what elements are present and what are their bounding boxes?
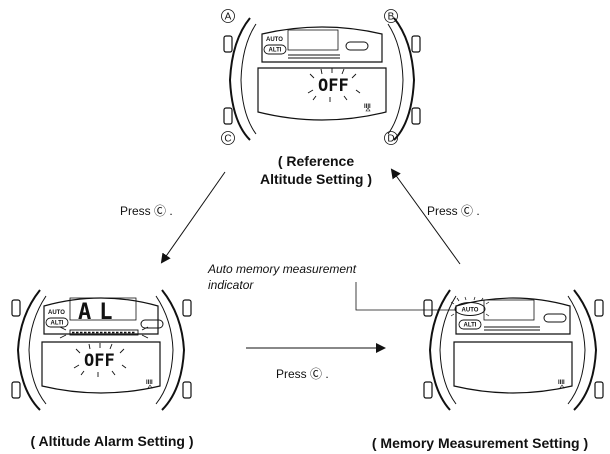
- alti-indicator: ALTI: [458, 319, 482, 330]
- svg-text:C: C: [224, 134, 231, 145]
- svg-text:IIII: IIII: [146, 380, 153, 386]
- alti-indicator: ALTI: [45, 317, 69, 328]
- auto-indicator: AUTO: [266, 37, 283, 43]
- bar-flash-marks: [59, 326, 149, 339]
- watch-memory-measurement: AUTO ALTI IIII: [423, 289, 604, 411]
- caption-reference-line2: Altitude Setting ): [260, 171, 372, 187]
- annotation-line2: indicator: [208, 278, 254, 292]
- button-b-label: B: [384, 9, 398, 23]
- left-upper-value: AL: [78, 300, 121, 325]
- arrow-memory-to-reference: [390, 168, 461, 265]
- arrow-reference-to-alarm: [160, 171, 226, 264]
- svg-text:ALTI: ALTI: [269, 48, 282, 54]
- button-a-label: A: [221, 9, 235, 23]
- svg-text:IIII: IIII: [364, 104, 371, 110]
- svg-text:ALTI: ALTI: [464, 323, 477, 329]
- press-c-label-left: Press Ⓒ .: [120, 204, 173, 218]
- annotation-leader-line: [355, 282, 455, 311]
- svg-text:ALTI: ALTI: [51, 321, 64, 327]
- svg-text:D: D: [387, 134, 394, 145]
- caption-altitude-alarm: ( Altitude Alarm Setting ): [30, 433, 193, 449]
- svg-text:A: A: [225, 12, 232, 23]
- flash-marks: [73, 343, 127, 377]
- svg-text:B: B: [388, 12, 395, 23]
- svg-text:IIII: IIII: [558, 380, 565, 386]
- alti-indicator: ALTI: [263, 44, 287, 55]
- auto-indicator: AUTO: [48, 310, 65, 316]
- watch-altitude-alarm: AUTO ALTI AL OFF IIII: [11, 289, 192, 411]
- press-c-label-bottom: Press Ⓒ .: [276, 367, 329, 381]
- flash-marks: [307, 68, 361, 102]
- top-display-value: OFF: [318, 76, 349, 96]
- caption-memory-measurement: ( Memory Measurement Setting ): [372, 435, 588, 451]
- press-c-label-right: Press Ⓒ .: [427, 204, 480, 218]
- svg-text:AUTO: AUTO: [462, 308, 479, 314]
- button-d-label: D: [384, 131, 398, 145]
- caption-reference-line1: ( Reference: [278, 153, 354, 169]
- button-c-label: C: [221, 131, 235, 145]
- watch-reference-altitude: A B C D AUTO ALTI OFF: [221, 9, 421, 145]
- auto-memory-indicator: AUTO: [450, 296, 490, 317]
- left-display-value: OFF: [84, 351, 115, 371]
- annotation-line1: Auto memory measurement: [207, 262, 357, 276]
